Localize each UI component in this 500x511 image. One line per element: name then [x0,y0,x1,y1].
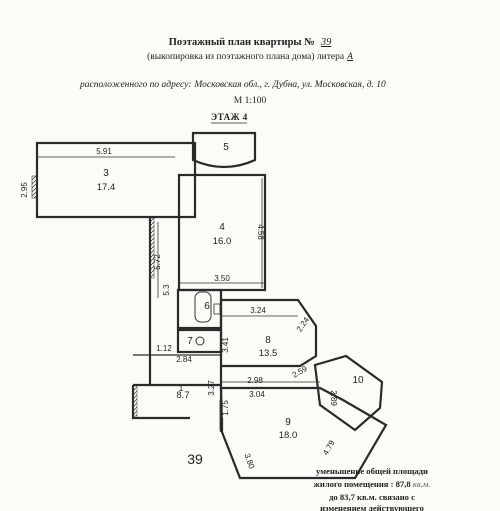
room-3-outline [35,141,197,219]
dim-2-24: 2.24 [295,315,312,333]
apartment-label: 39 [187,451,203,467]
dim-2-84: 2.84 [176,355,192,364]
dim-2-98: 2.98 [247,376,263,385]
document-title: Поэтажный план квартиры № 39 [0,37,500,48]
room-8-number: 8 [265,335,271,346]
dim-3-24: 3.24 [250,306,266,315]
dim-1-75: 1.75 [221,400,230,416]
note-line-1: уменьшение общей площади [316,466,428,476]
room-3-number: 3 [103,168,109,179]
dim-3-50: 3.50 [214,274,230,283]
room-7-outline [176,328,223,354]
room-1-area: 8.7 [176,390,189,401]
note-line-2: жилого помещения : 87,8 кв.м. [297,478,447,491]
dim-3-27: 3.27 [207,380,216,396]
note-line-2-text: жилого помещения : 87,8 [313,479,411,489]
subtitle-text: (выкопировка из поэтажного плана дома) л… [147,52,345,62]
address-line: расположенного по адресу:Московская обл.… [80,80,386,90]
scale-label: М 1:100 [233,96,267,106]
room-6-number: 6 [204,301,210,312]
room-4-area: 16.0 [213,236,232,247]
room-3-area: 17.4 [97,182,116,193]
address-label: расположенного по адресу: [80,80,192,90]
balcony-10-outline [313,354,384,432]
note-line-3: до 83,7 кв.м. связано с [329,492,415,502]
dim-5-91: 5.91 [96,147,112,156]
address-value: Московская обл., г. Дубна, ул. Московска… [194,80,386,90]
dim-2-89: 2.89 [329,390,338,406]
note-handwritten: кв.м. [412,479,431,489]
toilet-fixture [195,336,205,346]
note-line-4: изменением действующего [320,503,424,511]
room-8-area: 13.5 [259,348,278,359]
floor-label: ЭТАЖ 4 [211,112,248,122]
dim-2-95: 2.95 [20,182,29,198]
dim-3-41: 3.41 [221,337,230,353]
balcony-5-outline [191,131,257,169]
dim-1-12: 1.12 [156,344,172,353]
litera-value: А [347,52,353,62]
dim-3-80: 3.80 [242,452,256,470]
dim-5-72: 5.72 [153,254,162,270]
room-5-number: 5 [223,142,229,153]
room-9-number: 9 [285,417,291,428]
room-1-number: 1 [179,383,184,393]
room-4-number: 4 [219,222,225,233]
room-7-number: 7 [187,336,193,347]
room-2-label: 5.3 [162,284,171,296]
document-subtitle: (выкопировка из поэтажного плана дома) л… [0,52,500,62]
dim-3-04: 3.04 [249,390,265,399]
dim-4-79: 4.79 [321,438,337,456]
dim-4-58: 4.58 [256,224,265,240]
room-9-outline [219,386,388,480]
room-9-area: 18.0 [279,430,298,441]
title-text: Поэтажный план квартиры № [168,37,315,48]
bathtub-fixture [194,291,212,323]
room-10-number: 10 [352,375,364,386]
apartment-number: 39 [320,37,332,48]
